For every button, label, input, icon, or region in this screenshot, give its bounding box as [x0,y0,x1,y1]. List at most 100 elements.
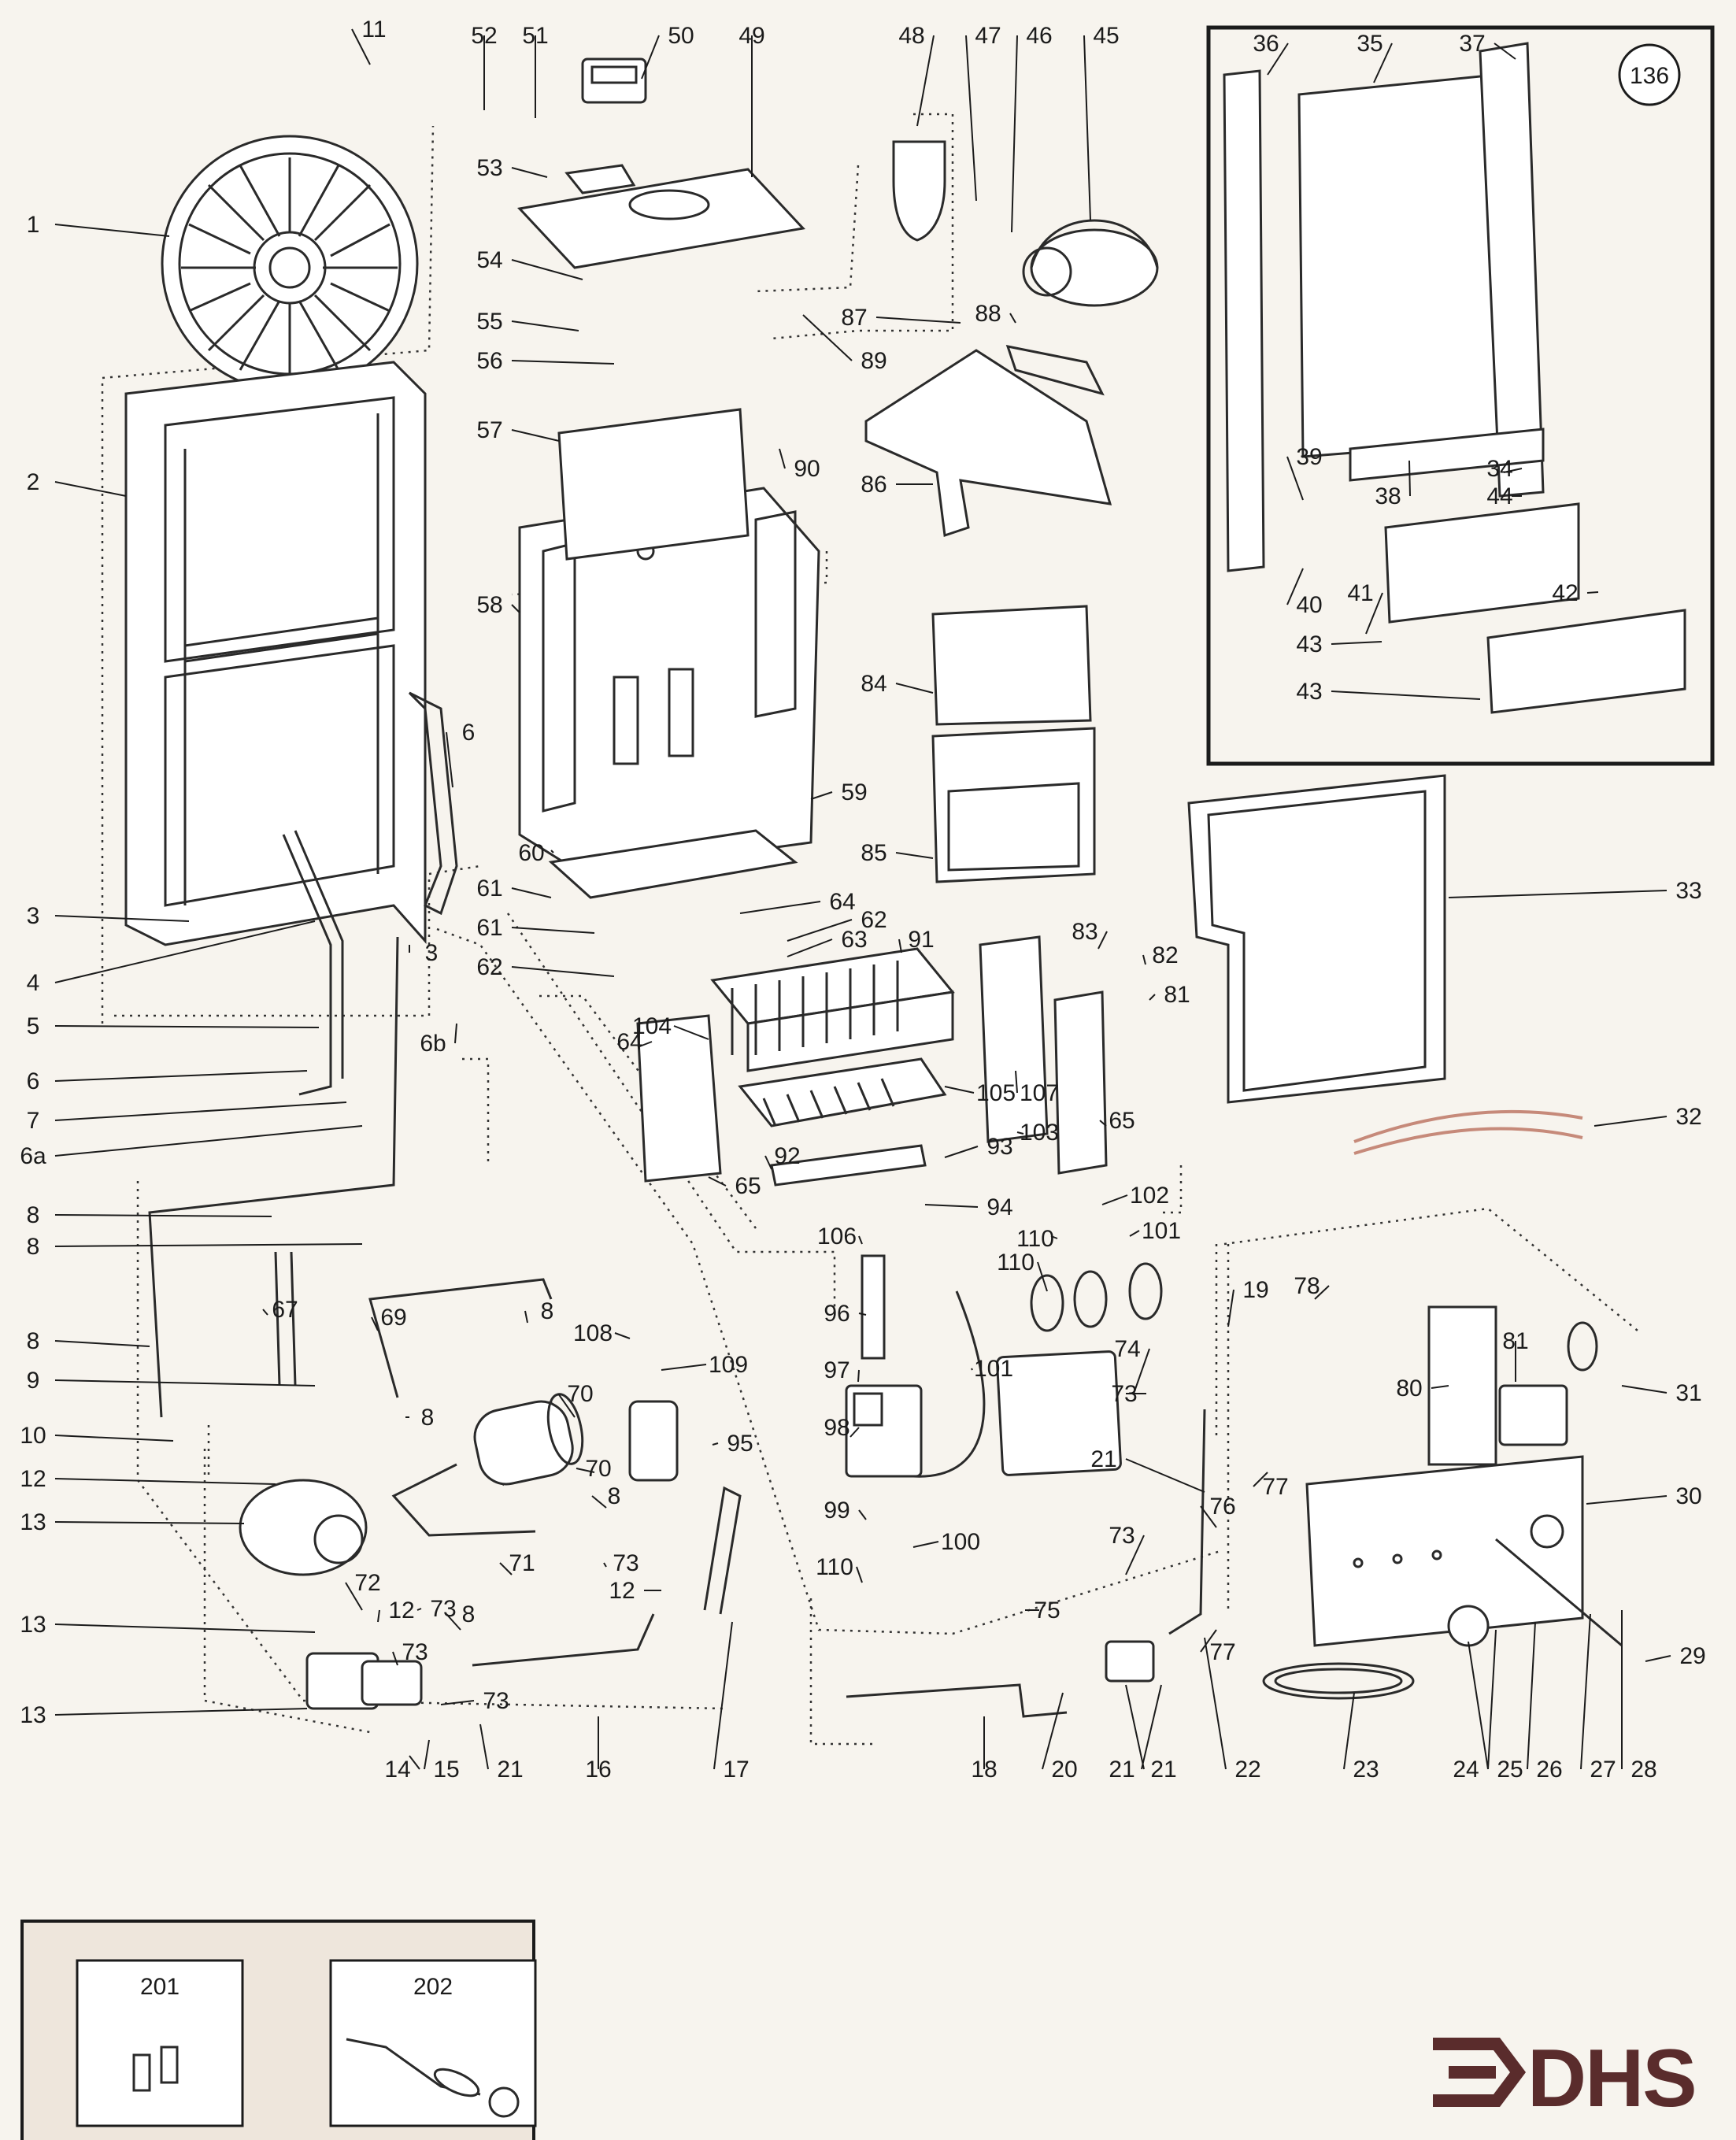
callout-27: 27 [1590,1757,1616,1783]
leader-13 [54,1624,316,1633]
callout-63: 63 [841,927,867,953]
leader-71 [499,1562,513,1575]
leader-85 [895,852,934,859]
chamber-base-63 [548,829,798,899]
callout-30: 30 [1675,1483,1701,1509]
callout-73: 73 [402,1639,428,1665]
callout-77: 77 [1209,1639,1235,1665]
callout-97: 97 [824,1357,849,1383]
callout-50: 50 [668,23,694,49]
callout-32: 32 [1675,1104,1701,1130]
leader-42 [1586,591,1599,594]
combustion-chamber-60 [518,487,820,876]
callout-80: 80 [1396,1375,1422,1401]
callout-3: 3 [425,940,439,966]
leader-41 [1365,592,1383,635]
callout-98: 98 [824,1415,849,1441]
leader-64 [637,1041,653,1048]
callout-43: 43 [1296,631,1322,657]
leader-62 [787,919,853,942]
fan-cover-round [161,135,419,393]
leader-1 [54,224,170,237]
extra-part-201-box [76,1959,244,2127]
callout-86: 86 [861,472,887,498]
leader-8 [54,1243,363,1247]
callout-73: 73 [483,1688,509,1714]
callout-82: 82 [1152,942,1178,968]
leader-35 [1373,43,1393,83]
pipe-71 [274,1251,297,1387]
leader-73 [416,1608,422,1611]
callout-57: 57 [476,417,502,443]
leader-13 [54,1521,245,1524]
leader-106 [858,1235,863,1245]
callout-20: 20 [1051,1757,1077,1783]
pipe-106 [912,1290,986,1478]
leader-73 [440,1700,475,1705]
callout-56: 56 [476,348,502,374]
leader-12 [377,1609,380,1623]
callout-76: 76 [1209,1494,1235,1520]
leader-21 [479,1723,489,1770]
leader-12 [54,1478,276,1485]
callout-46: 46 [1026,23,1052,49]
leader-67 [262,1309,268,1316]
callout-16: 16 [585,1757,611,1783]
leader-20 [1042,1692,1064,1770]
callout-43: 43 [1296,679,1322,705]
leader-94 [924,1204,979,1208]
gas-pipe-assembly-5 [282,830,344,1096]
leader-105 [944,1086,975,1094]
pressure-switch-52 [581,57,647,104]
leader-110 [1037,1261,1048,1292]
leader-63 [787,939,833,957]
callout-54: 54 [476,247,502,273]
callout-105: 105 [976,1080,1016,1106]
callout-21: 21 [497,1757,523,1783]
leader-84 [895,683,934,694]
leader-17 [713,1621,733,1770]
callout-21: 21 [1109,1757,1135,1783]
rear-panel-109 [979,935,1049,1143]
callout-leaders [54,28,1671,1770]
leader-103 [1016,1131,1024,1135]
callout-42: 42 [1552,580,1578,606]
callout-84: 84 [861,671,887,697]
chassis-bracket-6 [408,691,458,916]
callout-34: 34 [1486,456,1512,482]
callout-25: 25 [1497,1757,1523,1783]
leader-65 [708,1176,727,1187]
leader-89 [802,314,853,361]
gas-pipe-100 [861,1254,886,1360]
leader-95 [712,1442,719,1446]
leader-77 [1253,1472,1268,1487]
leader-61 [511,927,595,934]
gas-valve-102 [845,1384,923,1478]
callout-23: 23 [1353,1757,1379,1783]
pipe-19 [703,1486,742,1615]
callout-61: 61 [476,876,502,902]
callout-93: 93 [986,1134,1012,1160]
callout-12: 12 [20,1466,46,1492]
leader-74 [1133,1348,1150,1394]
callout-8: 8 [27,1328,40,1354]
callout-91: 91 [908,927,934,953]
leader-6b [454,1023,457,1044]
callout-51: 51 [522,23,548,49]
probe-31 [1495,1538,1623,1647]
callout-6b: 6b [420,1031,446,1057]
leader-65 [1099,1120,1107,1127]
leader-78 [1314,1285,1330,1300]
leader-99 [858,1509,867,1520]
callout-62: 62 [476,954,502,980]
filling-loop-25 [1262,1662,1415,1700]
leader-21 [1141,1684,1162,1770]
callout-73: 73 [613,1550,639,1576]
leader-6a [54,1125,363,1157]
callout-60: 60 [518,840,544,866]
callout-38: 38 [1375,483,1401,509]
leader-110 [1050,1235,1058,1239]
leader-4 [54,920,316,983]
callout-21: 21 [1090,1446,1116,1472]
callout-87: 87 [841,305,867,331]
